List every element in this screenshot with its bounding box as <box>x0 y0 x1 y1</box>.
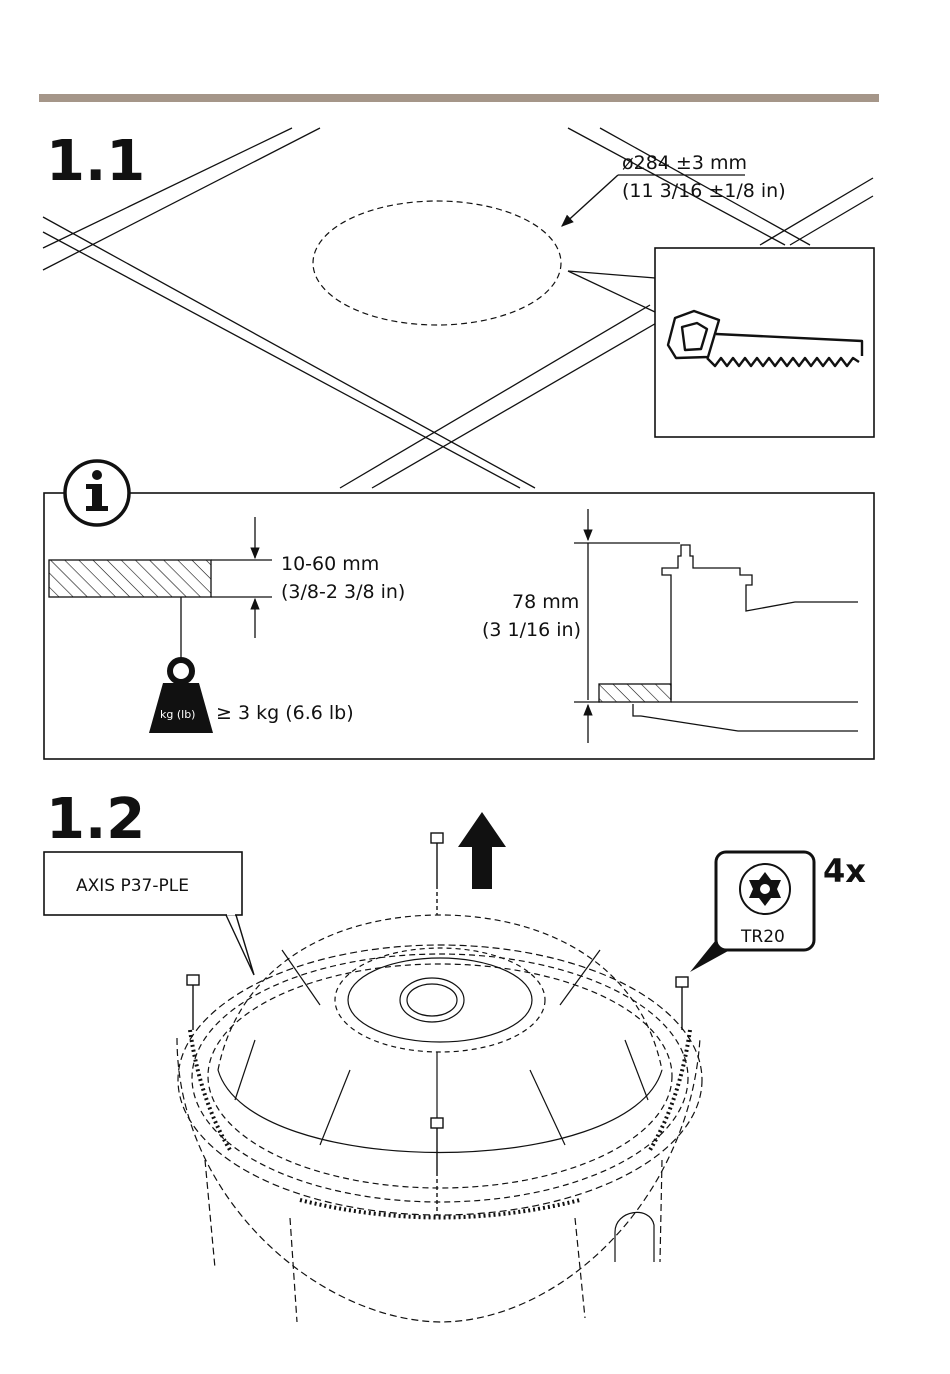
screw-left <box>187 975 199 1030</box>
model-callout: AXIS P37-PLE <box>44 852 254 975</box>
cutout-outline <box>313 201 561 325</box>
model-name: AXIS P37-PLE <box>76 876 189 896</box>
weight-badge: kg (lb) <box>160 708 195 721</box>
depth-in: (3 1/16 in) <box>482 619 581 641</box>
thickness-in: (3/8-2 3/8 in) <box>281 581 405 603</box>
header-rule <box>39 94 879 102</box>
screw-right <box>676 977 688 1030</box>
depth-mm: 78 mm <box>512 591 579 613</box>
cutout-diameter-mm: ø284 ±3 mm <box>622 152 747 174</box>
step-label-1-1: 1.1 <box>46 129 145 194</box>
lift-arrow-icon <box>458 812 506 889</box>
screw-top <box>431 833 443 915</box>
weight-requirement: ≥ 3 kg (6.6 lb) <box>216 702 354 724</box>
info-icon <box>65 461 129 525</box>
cutout-diameter-in: (11 3/16 ±1/8 in) <box>622 180 786 202</box>
tool-size-label: TR20 <box>740 927 785 947</box>
step-label-1-2: 1.2 <box>46 787 145 852</box>
screw-count: 4x <box>823 852 866 890</box>
screw-front <box>431 1118 443 1215</box>
saw-inset <box>568 248 874 437</box>
camera-drawing <box>177 833 702 1322</box>
torx-callout: TR20 <box>690 852 814 972</box>
diameter-leader <box>562 175 618 226</box>
thickness-mm: 10-60 mm <box>281 553 379 575</box>
